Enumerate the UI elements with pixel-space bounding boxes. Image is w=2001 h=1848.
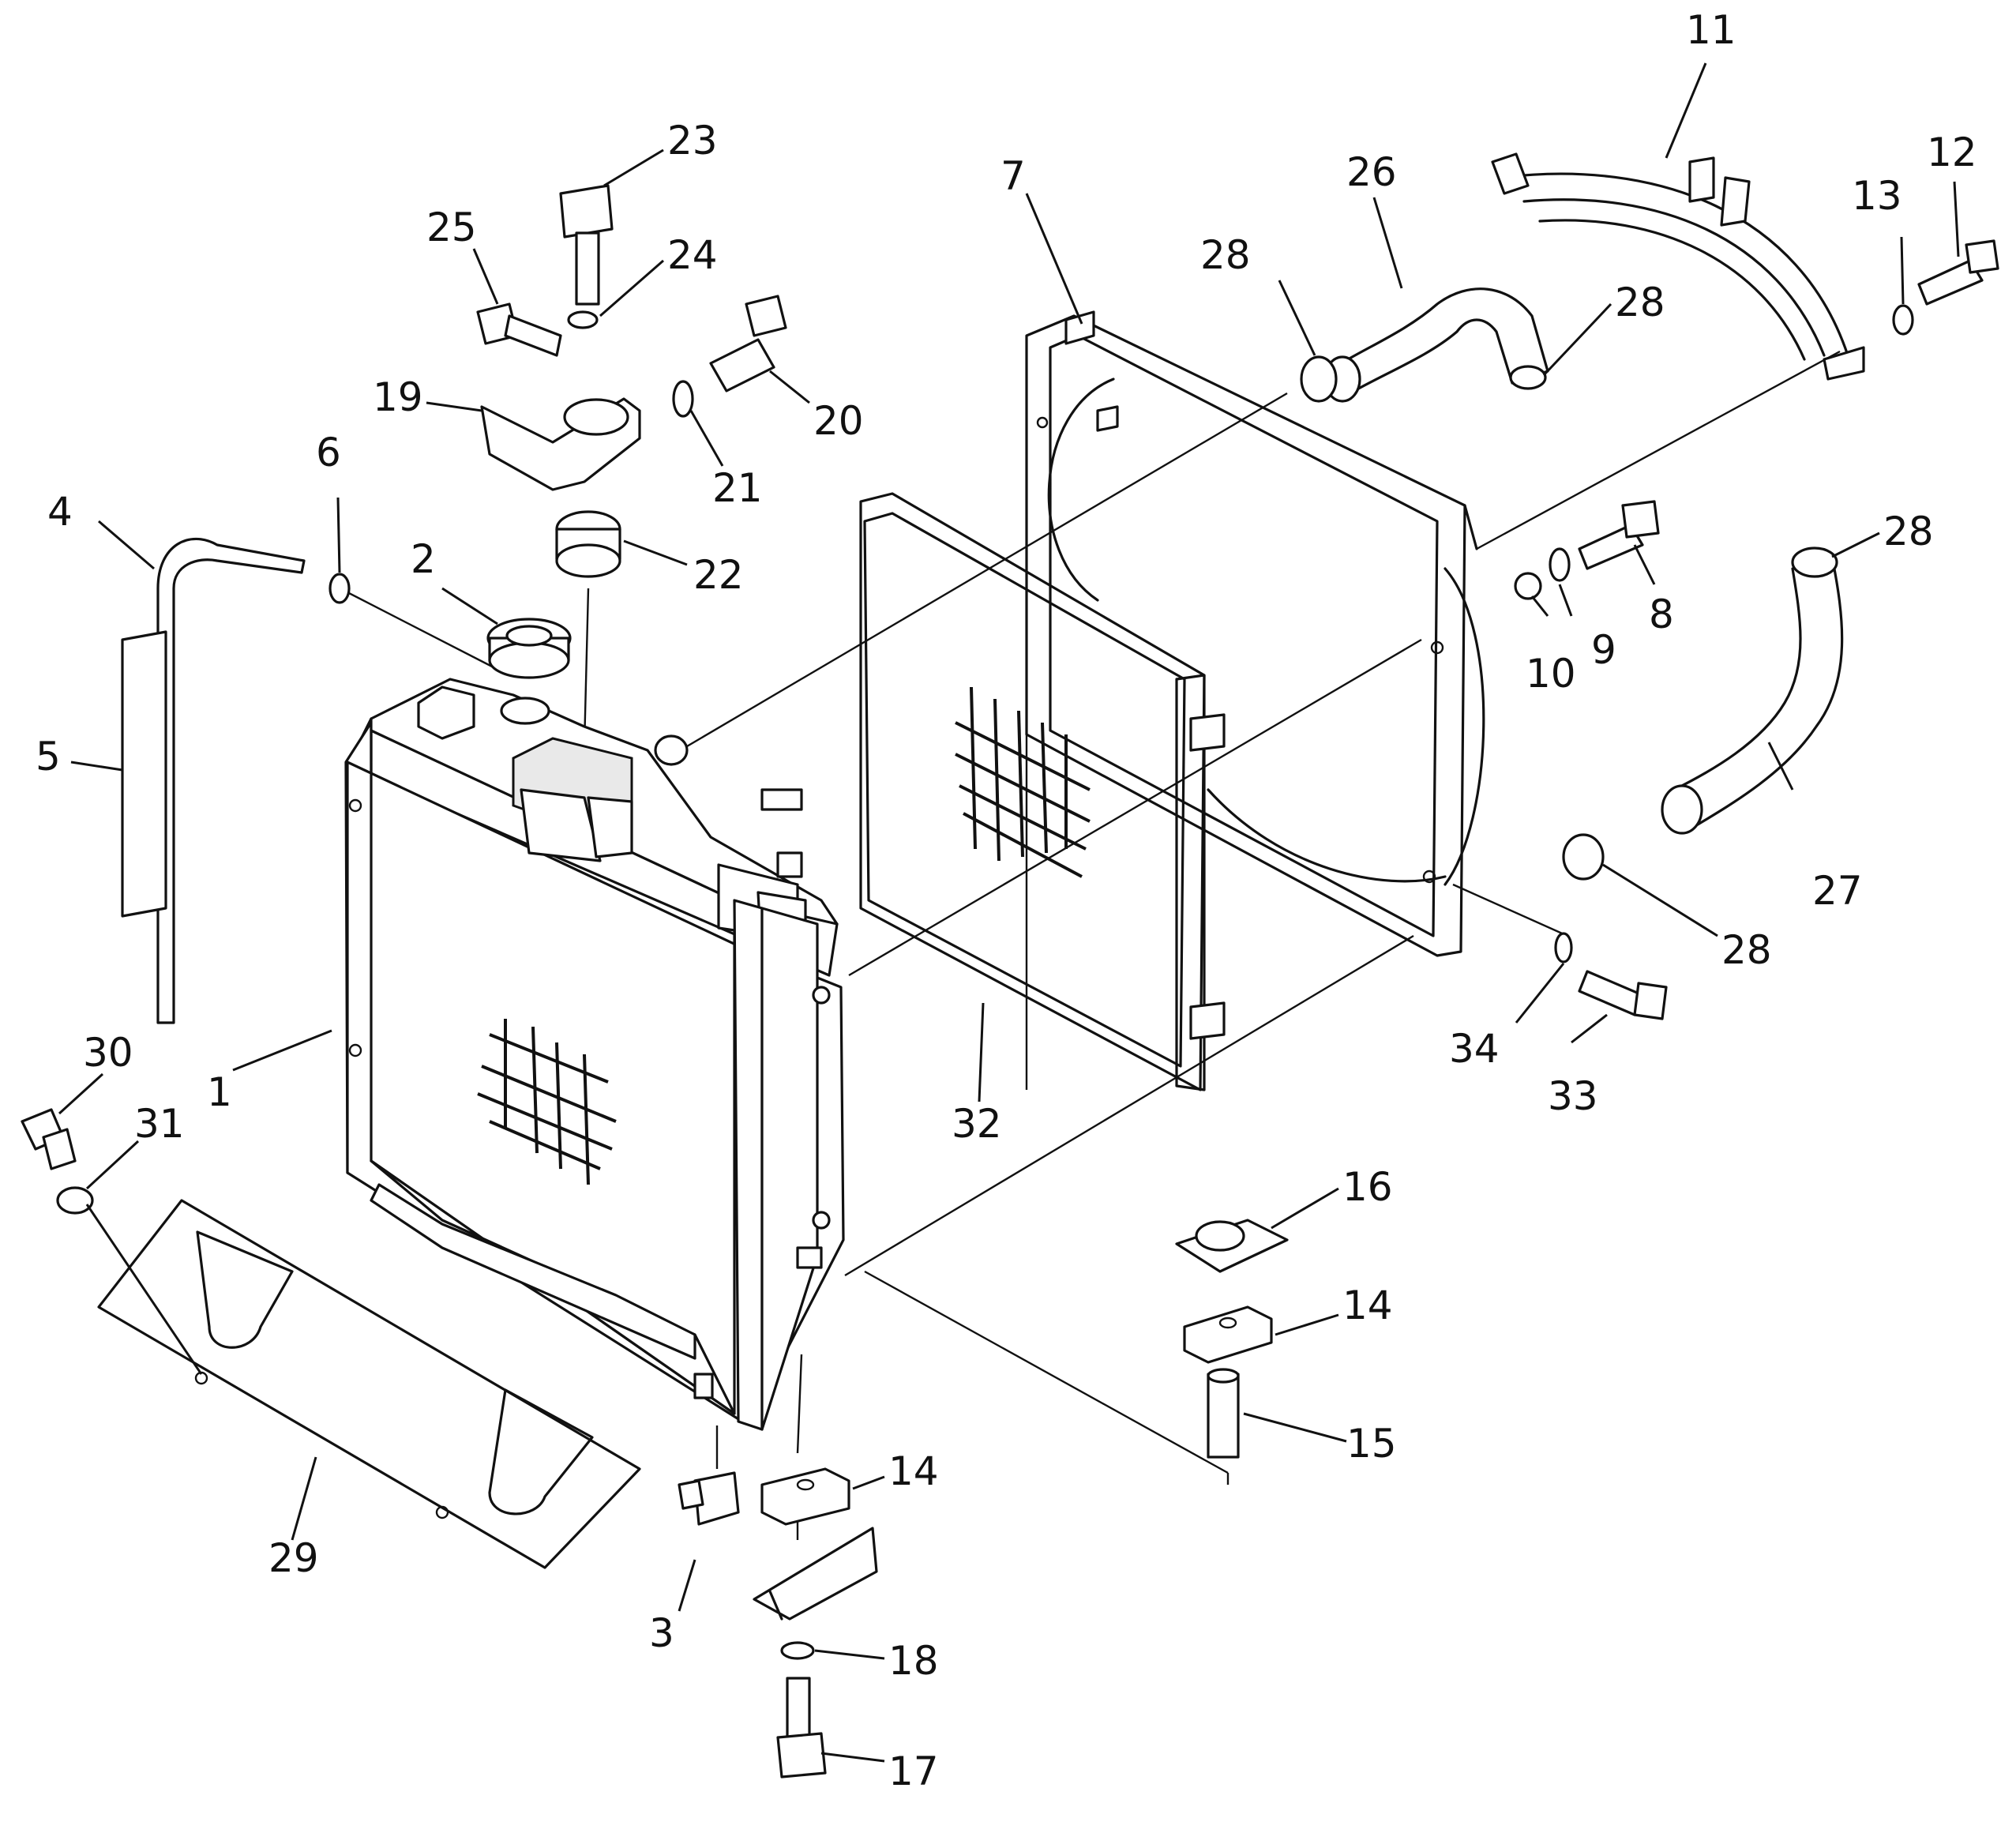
callout-9: 9: [1591, 627, 1616, 673]
callout-30: 30: [83, 1030, 133, 1076]
callout-21: 21: [712, 465, 763, 511]
callout-23: 23: [667, 118, 718, 163]
callout-13: 13: [1852, 173, 1902, 219]
leader-lines: [58, 62, 1960, 1763]
callout-15: 15: [1346, 1421, 1397, 1467]
callout-26: 26: [1346, 149, 1397, 195]
shroud-frame: [859, 492, 1226, 1091]
callout-32: 32: [952, 1101, 1002, 1147]
callout-25: 25: [426, 205, 477, 250]
callout-18: 18: [888, 1638, 939, 1684]
callout-27: 27: [1812, 868, 1863, 914]
upper-hose: [1323, 287, 1549, 403]
callout-12: 12: [1927, 130, 1977, 175]
callout-19: 19: [373, 374, 423, 420]
callout-14-lower: 14: [888, 1448, 939, 1494]
callout-28-bottom: 28: [1721, 927, 1772, 973]
lower-hose: [1661, 547, 1844, 835]
callout-11: 11: [1686, 7, 1736, 53]
radiator-core: [344, 678, 845, 1431]
callout-28-left: 28: [1200, 232, 1251, 278]
callout-22: 22: [693, 552, 744, 598]
callout-6: 6: [316, 430, 341, 475]
callout-33: 33: [1548, 1073, 1598, 1119]
callout-labels: 1 2 3 4 5 6 7 8 9 10 11 12 13 14 14 15 1…: [36, 7, 1977, 1794]
callout-28-top: 28: [1615, 280, 1665, 325]
callout-16: 16: [1342, 1164, 1393, 1210]
callout-31: 31: [134, 1101, 185, 1147]
fan-guard: [1491, 152, 1865, 381]
callout-24: 24: [667, 232, 718, 278]
callout-4: 4: [47, 489, 73, 535]
callout-2: 2: [411, 536, 436, 582]
small-parts: [21, 184, 1999, 1779]
callout-14-upper: 14: [1342, 1283, 1393, 1328]
callout-8: 8: [1649, 592, 1674, 637]
callout-34: 34: [1449, 1026, 1500, 1072]
callout-1: 1: [207, 1069, 232, 1115]
callout-28-right: 28: [1883, 509, 1934, 554]
callout-17: 17: [888, 1748, 939, 1794]
callout-29: 29: [268, 1535, 319, 1581]
reserve-tube: [121, 537, 306, 1024]
callout-5: 5: [36, 734, 61, 779]
callout-10: 10: [1526, 651, 1576, 697]
fan-shroud: [1025, 310, 1485, 957]
callout-7: 7: [1000, 153, 1026, 199]
callout-3: 3: [649, 1610, 674, 1656]
callout-20: 20: [813, 398, 864, 444]
